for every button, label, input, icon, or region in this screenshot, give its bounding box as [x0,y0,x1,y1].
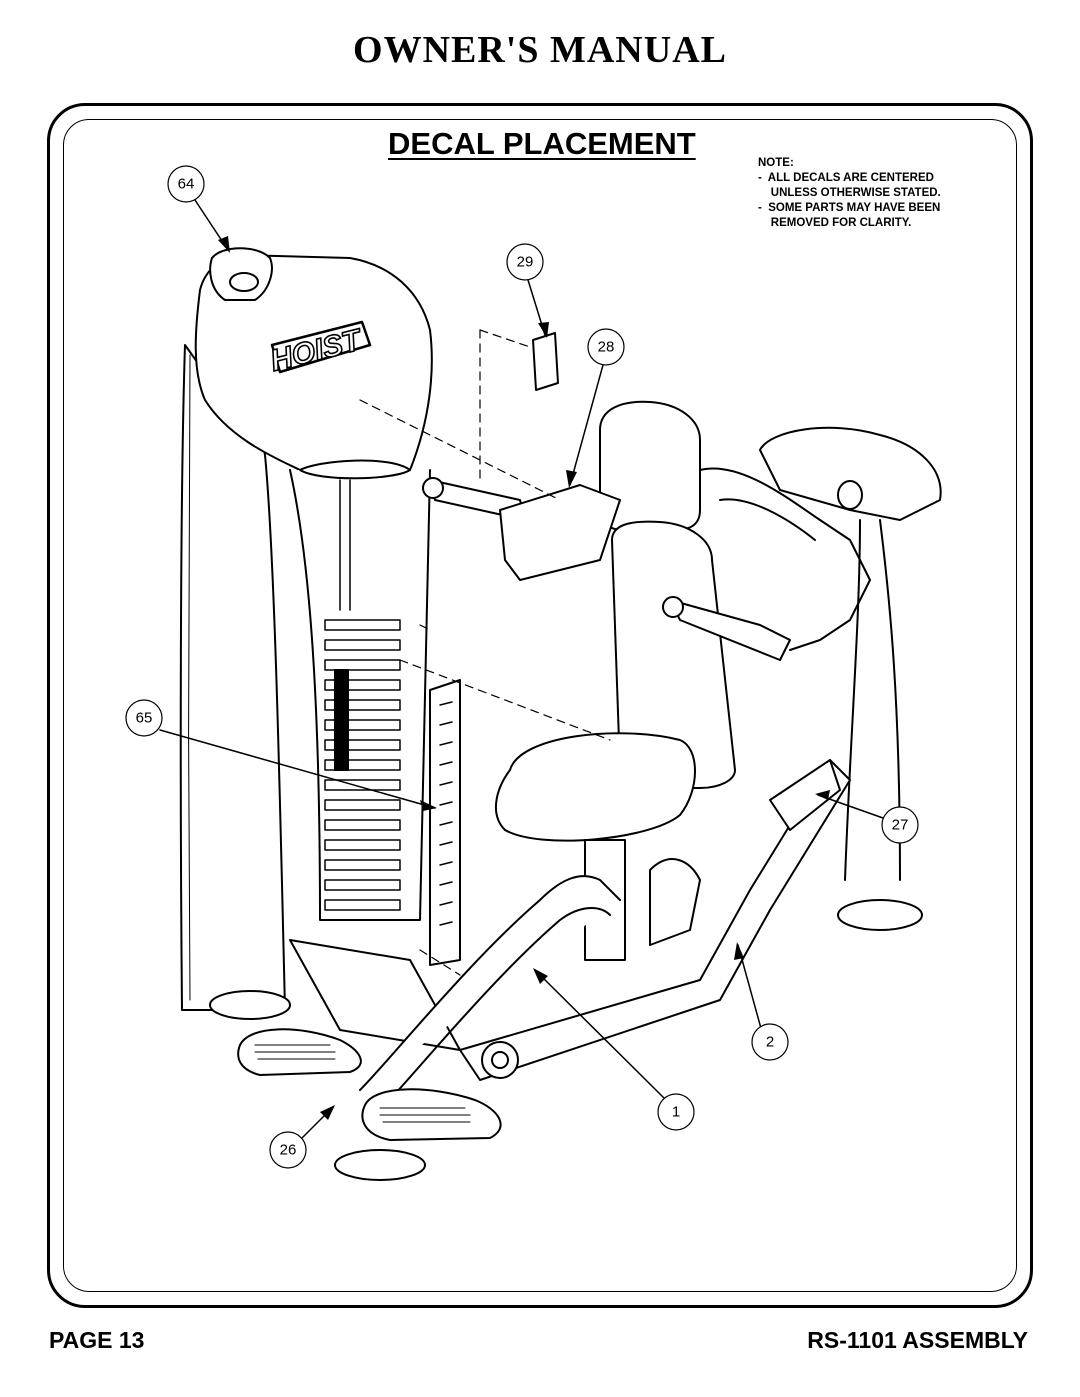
callout-26: 26 [280,1142,297,1159]
outer-frame [47,103,1033,1308]
callout-27: 27 [892,817,909,834]
note-block: NOTE: - ALL DECALS ARE CENTERED UNLESS O… [758,156,941,231]
callout-29: 29 [517,254,534,271]
decal-29 [532,332,559,391]
assembly-label: RS-1101 ASSEMBLY [807,1327,1028,1353]
callout-1: 1 [672,1104,680,1121]
weight-stack-tower [179,247,433,1020]
callout-bubble-28 [587,328,625,366]
note-line: - SOME PARTS MAY HAVE BEEN [758,202,941,214]
callout-65: 65 [136,710,153,727]
callout-bubble-29 [506,243,544,281]
callout-bubble-1 [657,1093,695,1131]
callout-bubble-26 [269,1131,307,1169]
note-line: - ALL DECALS ARE CENTERED [758,172,934,184]
page-number: PAGE 13 [49,1327,145,1353]
note-line: REMOVED FOR CLARITY. [758,217,912,229]
front-guard-panel [429,679,461,966]
note-heading: NOTE: [758,157,794,169]
press-arms [422,467,871,661]
callout-64: 64 [178,176,195,193]
callout-bubble-65 [125,699,163,737]
base-frame [289,759,851,1111]
callout-bubble-64 [167,165,205,203]
hoist-logo [270,320,372,374]
back-pad [598,400,736,789]
callout-28: 28 [598,339,615,356]
arm-pivot [759,426,942,931]
note-line: UNLESS OTHERWISE STATED. [758,187,941,199]
callout-bubble-2 [751,1023,789,1061]
manual-title: OWNER'S MANUAL [353,29,727,71]
foot-plates [237,1028,502,1181]
callout-2: 2 [766,1034,774,1051]
section-title: DECAL PLACEMENT [388,126,696,161]
callout-bubble-27 [881,806,919,844]
inner-frame [63,119,1017,1292]
